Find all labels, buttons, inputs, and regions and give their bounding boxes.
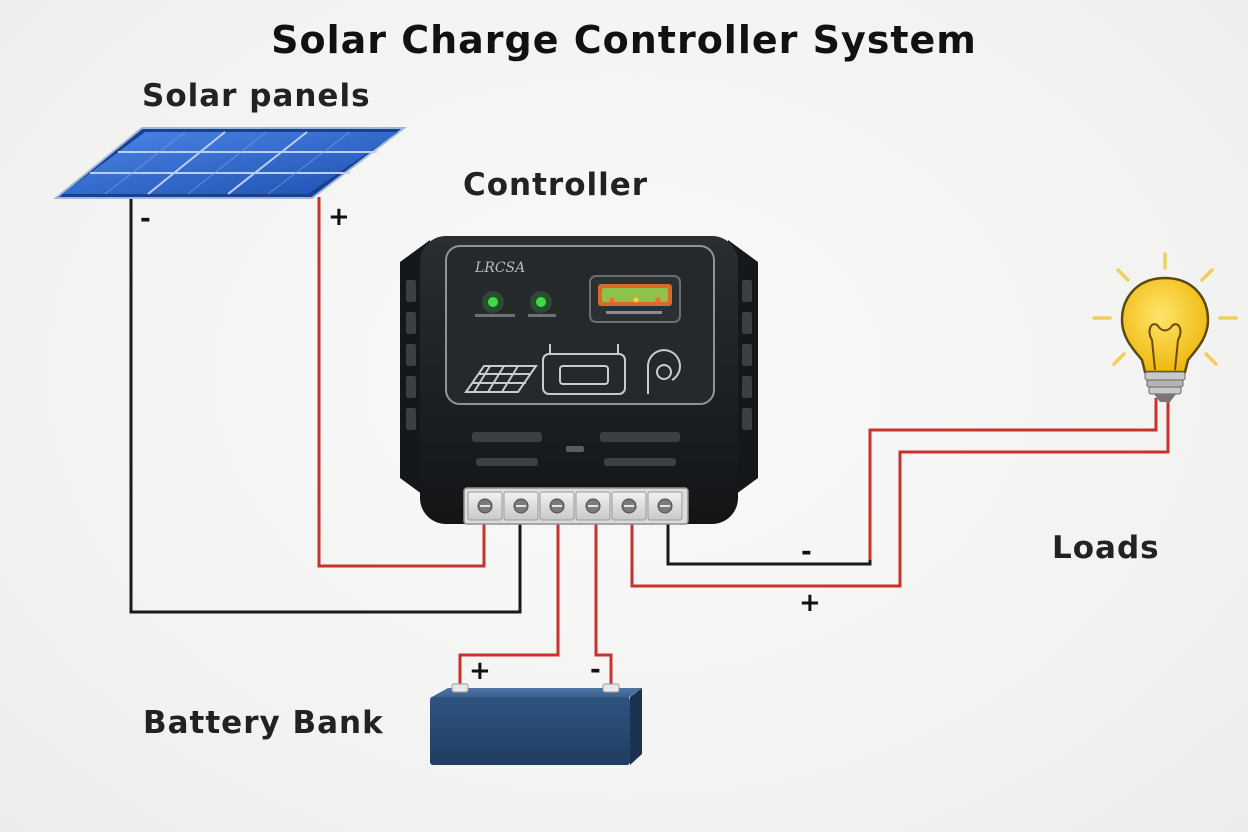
sign-battery-negative: - bbox=[590, 655, 601, 685]
controller-brand: LRCSA bbox=[474, 260, 525, 276]
wire-battery-negative bbox=[594, 510, 613, 690]
battery-icon bbox=[430, 683, 642, 765]
sign-load-positive: + bbox=[799, 588, 821, 618]
sign-battery-positive: + bbox=[469, 656, 491, 686]
controller-display bbox=[589, 275, 681, 323]
solar-panel-icon bbox=[53, 127, 407, 199]
wire-panel-negative bbox=[129, 197, 522, 614]
terminal-block bbox=[463, 487, 689, 525]
wire-load-negative-return bbox=[868, 398, 1158, 560]
status-led-charge bbox=[488, 297, 498, 307]
controller-unit: LRCSA bbox=[400, 236, 758, 525]
diagram-title: Solar Charge Controller System bbox=[271, 18, 977, 62]
sign-panel-negative: - bbox=[140, 204, 151, 234]
wire-battery-positive bbox=[458, 510, 560, 690]
sign-panel-positive: + bbox=[328, 202, 350, 232]
status-led-battery bbox=[536, 297, 546, 307]
label-loads: Loads bbox=[1052, 530, 1160, 566]
label-solar-panels: Solar panels bbox=[142, 78, 371, 114]
sign-load-negative: - bbox=[801, 537, 812, 567]
light-bulb-icon bbox=[1092, 252, 1238, 402]
wire-load-positive bbox=[630, 398, 1170, 588]
wire-panel-positive bbox=[317, 197, 486, 568]
label-controller: Controller bbox=[463, 167, 649, 203]
wires bbox=[129, 197, 1170, 690]
label-battery-bank: Battery Bank bbox=[143, 705, 384, 741]
